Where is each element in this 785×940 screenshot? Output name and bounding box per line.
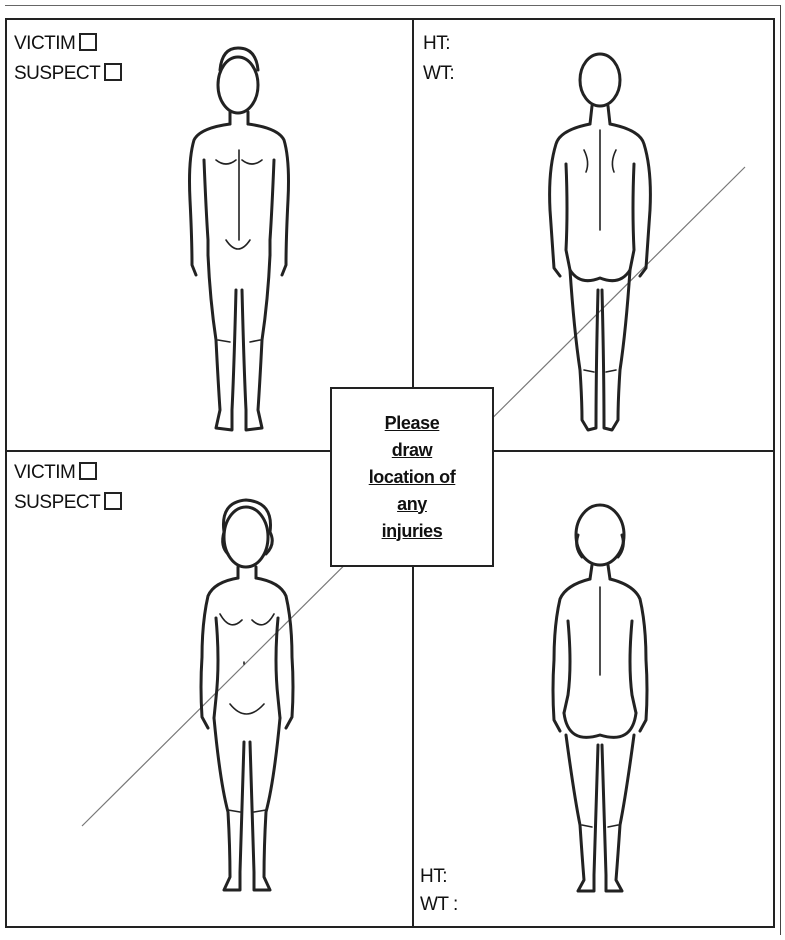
suspect-option-top: SUSPECT: [14, 63, 122, 85]
note-line: any: [397, 491, 427, 518]
height-label-bottom: HT:: [420, 866, 447, 888]
victim-checkbox[interactable]: [79, 462, 97, 480]
weight-label-top: WT:: [423, 63, 454, 85]
victim-label: VICTIM: [14, 462, 75, 483]
male-back-figure[interactable]: [530, 40, 670, 440]
suspect-option-bottom: SUSPECT: [14, 492, 122, 514]
victim-option-top: VICTIM: [14, 33, 97, 55]
suspect-label: SUSPECT: [14, 492, 100, 513]
female-front-figure[interactable]: [180, 492, 320, 912]
victim-option-bottom: VICTIM: [14, 462, 97, 484]
male-front-figure[interactable]: [170, 40, 310, 440]
note-line: injuries: [382, 518, 443, 545]
victim-checkbox[interactable]: [79, 33, 97, 51]
note-line: draw: [392, 437, 432, 464]
note-line: Please: [385, 410, 440, 437]
victim-label: VICTIM: [14, 33, 75, 54]
note-line: location of: [369, 464, 456, 491]
suspect-checkbox[interactable]: [104, 63, 122, 81]
suspect-checkbox[interactable]: [104, 492, 122, 510]
weight-label-bottom: WT :: [420, 894, 458, 916]
height-label-top: HT:: [423, 33, 450, 55]
suspect-label: SUSPECT: [14, 63, 100, 84]
draw-injuries-note: Please draw location of any injuries: [330, 387, 494, 567]
female-back-figure[interactable]: [530, 495, 670, 915]
